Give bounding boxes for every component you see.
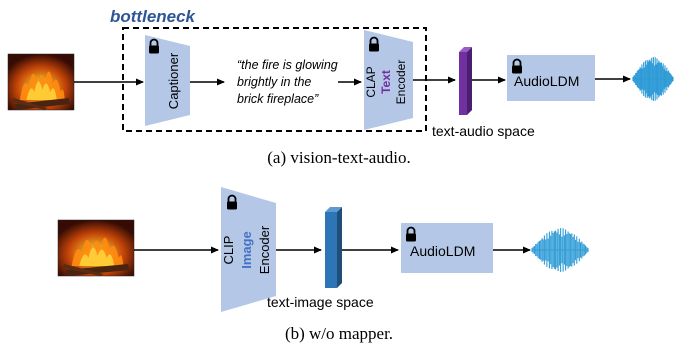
waveform-icon [632,57,674,101]
text-audio-space-label: text-audio space [432,123,535,139]
audioldm-label-b: AudioLDM [410,243,475,259]
fireplace-image-b [57,219,135,277]
caption-a: (a) vision-text-audio. [267,148,411,167]
audioldm-label-a: AudioLDM [514,73,579,89]
captioner-module: Captioner [145,35,190,126]
clap-encoder-label: Encoder [394,60,408,105]
caption-line-3: brick fireplace” [237,92,319,106]
clap-label: CLAP [364,66,378,97]
text-audio-space-bar [459,47,472,115]
caption-line-1: “the fire is glowing [237,58,338,72]
caption-b: (b) w/o mapper. [285,324,393,343]
clip-label: CLIP [221,236,236,265]
clap-text-encoder: CLAP Text Encoder [364,30,413,130]
panel-b: CLIP Image Encoder text-image space Audi… [57,187,589,343]
panel-a: bottleneck Captioner “the fire is glowin… [7,7,674,167]
audioldm-module-b: AudioLDM [401,223,493,273]
clip-encoder-label: Encoder [257,225,272,274]
clip-modality-label: Image [239,231,254,269]
caption-line-2: brightly in the [237,75,311,89]
caption-text: “the fire is glowing brightly in the bri… [237,58,338,106]
text-image-space-bar [325,207,342,288]
audioldm-module-a: AudioLDM [507,55,595,101]
clip-image-encoder: CLIP Image Encoder [221,187,276,312]
bottleneck-label: bottleneck [110,7,197,26]
clap-modality-label: Text [379,70,393,94]
captioner-label: Captioner [166,52,181,109]
waveform-icon [531,228,589,272]
fireplace-image-a [7,53,75,111]
text-image-space-label: text-image space [267,294,374,310]
